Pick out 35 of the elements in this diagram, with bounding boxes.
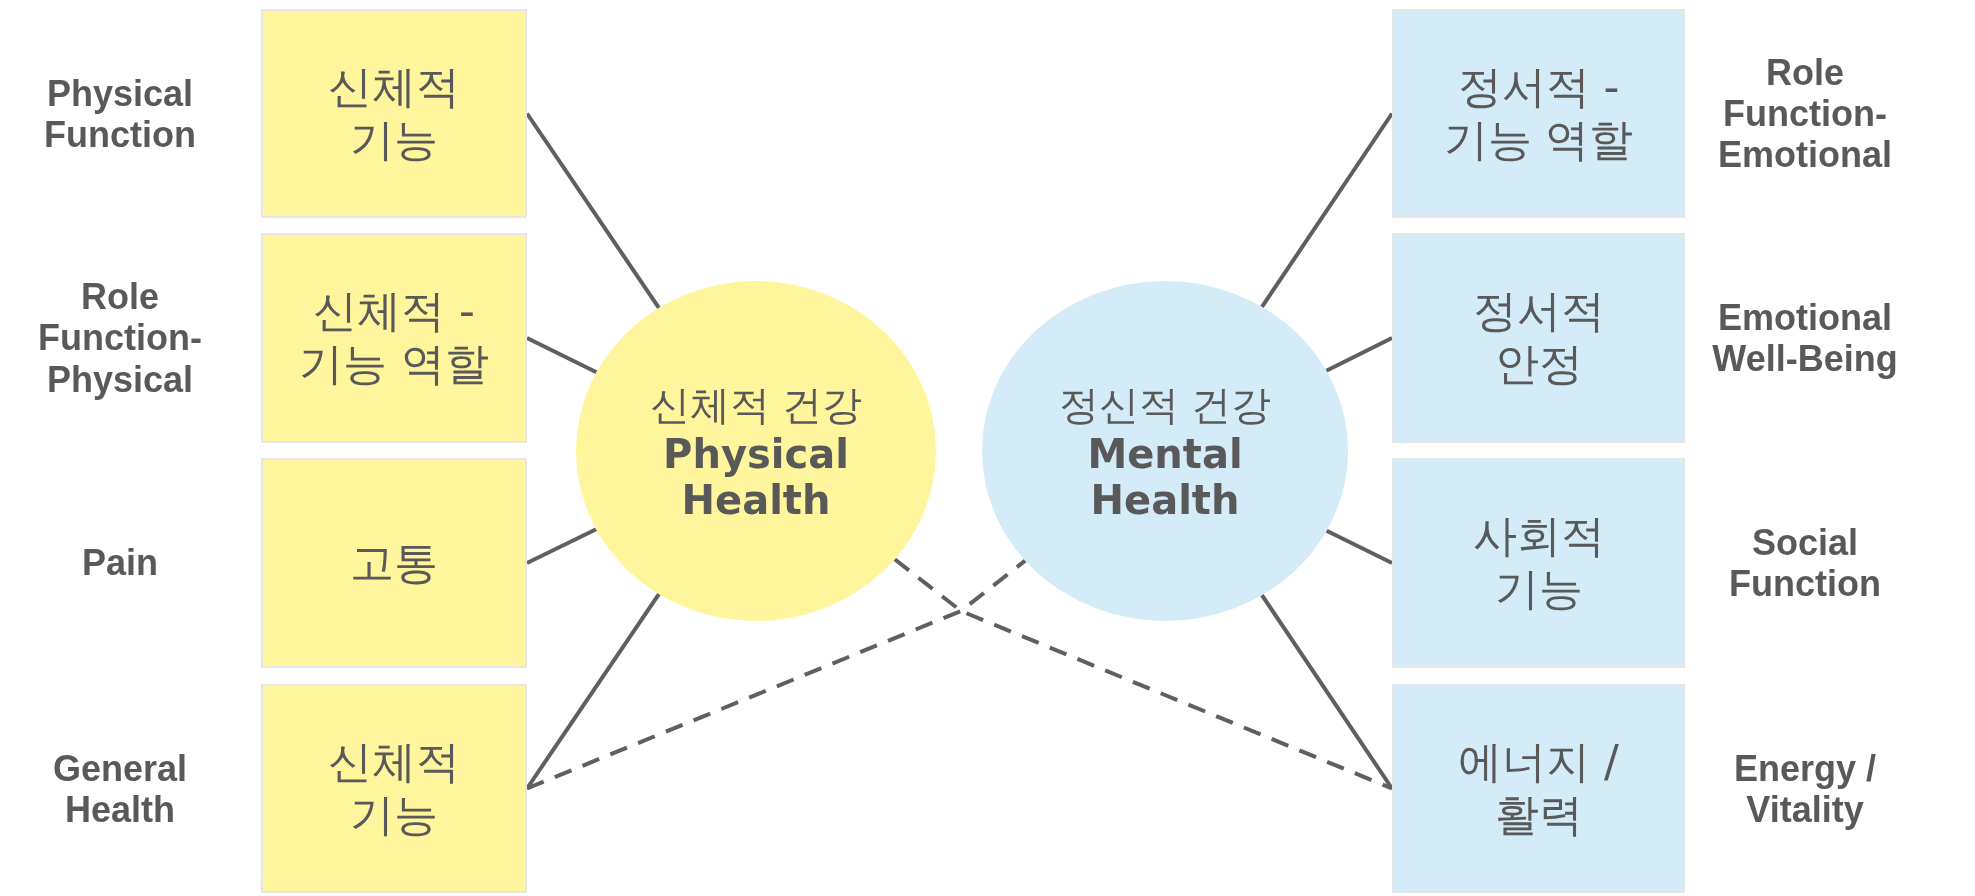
box-label: 신체적 - 기능 역할: [298, 285, 490, 391]
box-label: 정서적 - 기능 역할: [1442, 60, 1635, 167]
circle-title: 신체적 건강: [649, 381, 863, 430]
box-label: 정서적 안정: [1471, 285, 1606, 391]
connector-line: [1260, 112, 1394, 308]
connector-line: [1325, 336, 1393, 373]
item-box: [261, 9, 527, 218]
connector-line: [526, 527, 598, 565]
circle-subtitle: Mental Health: [1086, 431, 1244, 523]
side-label: Role Function-Physical: [37, 275, 203, 401]
side-label: Energy / Vitality: [1732, 747, 1878, 830]
dashed-line: [526, 559, 1027, 791]
item-box: [261, 458, 527, 668]
connector-line: [1325, 528, 1393, 565]
dashed-line: [893, 557, 1393, 791]
side-label: Social Function: [1728, 521, 1882, 605]
item-box: [261, 233, 527, 443]
side-label: Role Function-Emotional: [1717, 51, 1893, 176]
item-box: [1392, 9, 1685, 218]
box-label: 신체적 기능: [327, 60, 461, 167]
side-label: General Health: [51, 747, 189, 830]
box-label: 신체적 기능: [327, 735, 461, 842]
side-label: Pain: [81, 542, 159, 584]
item-box: [1392, 684, 1685, 893]
box-label: 고통: [350, 536, 438, 590]
box-label: 사회적 기능: [1471, 510, 1606, 616]
side-label: Emotional Well-Being: [1711, 296, 1899, 380]
circle-subtitle: Physical Health: [662, 431, 850, 523]
box-label: 에너지 / 활력: [1457, 735, 1620, 842]
side-label: Physical Function: [43, 72, 197, 155]
item-box: [1392, 233, 1685, 443]
item-box: [1392, 458, 1685, 668]
item-box: [261, 684, 527, 893]
circle-title: 정신적 건강: [1058, 381, 1272, 430]
connector-line: [526, 336, 598, 375]
